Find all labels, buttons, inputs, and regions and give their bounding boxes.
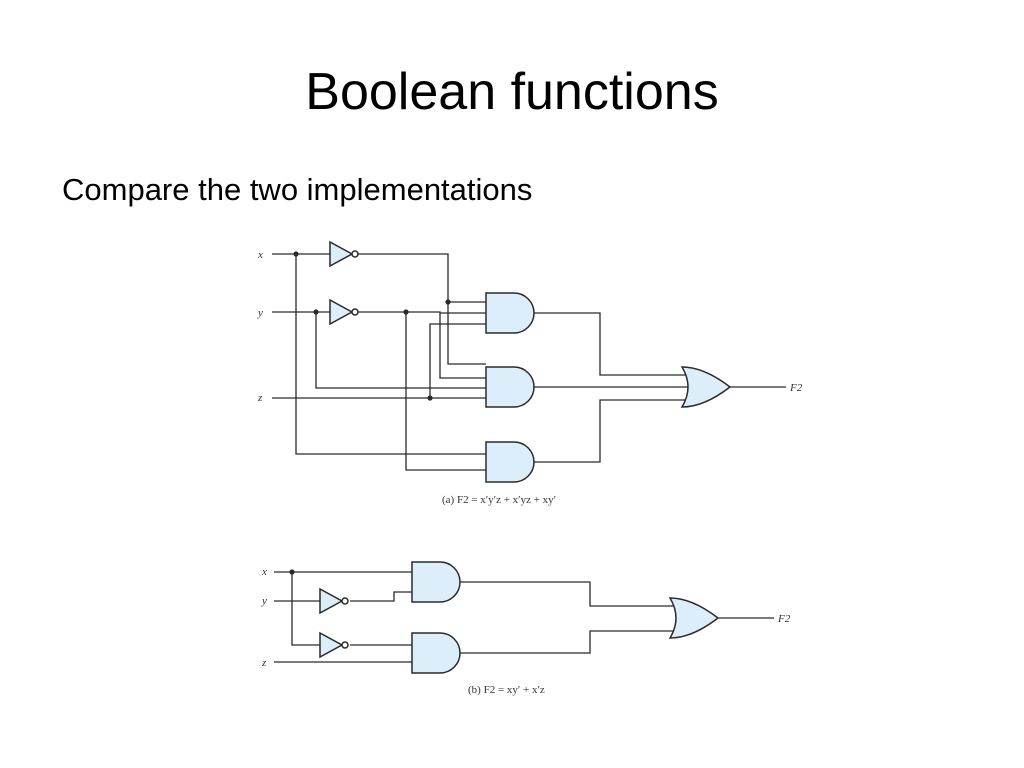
junction-dot [403, 309, 409, 315]
and-gate-2 [485, 366, 535, 408]
not-gate-x [319, 631, 349, 659]
and-gate-3 [485, 441, 535, 483]
and-gate-1 [485, 292, 535, 334]
junction-dot [445, 299, 451, 305]
diagram-b: x y z F2 (b) F2 = xy′ + x′z [261, 561, 791, 696]
junction-dot [313, 309, 319, 315]
not-gate-x [329, 240, 359, 268]
and-gate-1 [411, 561, 461, 603]
output-label: F2 [789, 382, 803, 394]
junction-dot [427, 395, 433, 401]
diagram-a: x y z [257, 240, 803, 506]
caption-b: (b) F2 = xy′ + x′z [468, 684, 545, 696]
not-gate-y [329, 298, 359, 326]
or-gate [681, 366, 731, 408]
output-label: F2 [777, 613, 791, 625]
or-gate [669, 597, 719, 639]
input-label-z: z [257, 392, 263, 404]
wires-b [274, 571, 774, 663]
not-gate-y [319, 587, 349, 615]
input-label-y: y [257, 307, 263, 319]
caption-a: (a) F2 = x′y′z + x′yz + xy′ [442, 494, 556, 506]
wires-a [272, 253, 786, 471]
slide-bullet: Compare the two implementations [62, 172, 533, 207]
junction-dot [289, 569, 295, 575]
input-label-z: z [261, 657, 267, 669]
input-label-x: x [261, 566, 267, 578]
slide-title: Boolean functions [305, 63, 719, 121]
input-label-x: x [257, 249, 263, 261]
input-label-y: y [261, 595, 267, 607]
and-gate-2 [411, 632, 461, 674]
junction-dot [293, 251, 299, 257]
